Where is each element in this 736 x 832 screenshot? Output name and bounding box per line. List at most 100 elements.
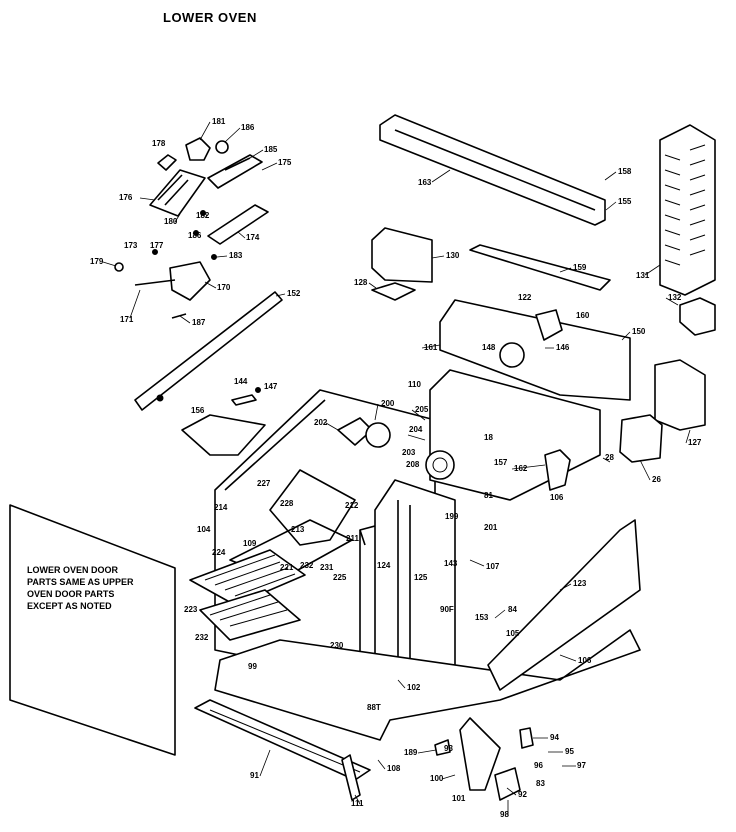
part-callout: 150 [632, 327, 646, 336]
latch-assembly [114, 137, 269, 319]
part-callout: 161 [424, 343, 438, 352]
part-callout: 147 [264, 382, 278, 391]
part-callout: 101 [452, 794, 466, 803]
oven-base [214, 629, 641, 741]
part-callout: 158 [618, 167, 632, 176]
part-callout: 157 [494, 458, 508, 467]
part-callout: 93 [444, 744, 453, 753]
part-callout: 170 [217, 283, 231, 292]
part-callout: 203 [402, 448, 416, 457]
part-callout: 214 [214, 503, 228, 512]
part-callout: 106 [578, 656, 592, 665]
broil-element [269, 469, 356, 546]
callout-labels: 178 181 186 185 175 176 180 182 174 186 … [90, 117, 702, 819]
part-callout: 106 [550, 493, 564, 502]
part-callout: 232 [300, 561, 314, 570]
part-callout: 146 [556, 343, 570, 352]
part-callout: 232 [195, 633, 209, 642]
hinge-arm [459, 717, 501, 791]
part-callout: 128 [354, 278, 368, 287]
top-trim-panel [379, 114, 606, 226]
part-callout: 111 [351, 799, 364, 808]
oven-racks [189, 549, 306, 641]
part-callout: 186 [188, 231, 202, 240]
part-callout: 204 [409, 425, 423, 434]
part-callout: 171 [120, 315, 134, 324]
part-callout: 205 [415, 405, 429, 414]
part-callout: 181 [212, 117, 226, 126]
part-callout: 178 [152, 139, 166, 148]
part-callout: 173 [124, 241, 138, 250]
part-callout: 143 [444, 559, 458, 568]
part-callout: 228 [280, 499, 294, 508]
part-callout: 84 [508, 605, 517, 614]
part-callout: 94 [550, 733, 559, 742]
part-callout: 199 [445, 512, 459, 521]
part-callout: 125 [414, 573, 428, 582]
part-callout: 132 [668, 293, 682, 302]
part-callout: 160 [576, 311, 590, 320]
part-callout: 208 [406, 460, 420, 469]
part-callout: 163 [418, 178, 432, 187]
part-callout: 211 [346, 534, 359, 543]
door-note-line: OVEN DOOR PARTS [27, 589, 114, 599]
part-callout: 109 [243, 539, 257, 548]
part-callout: 98 [500, 810, 509, 819]
part-callout: 187 [192, 318, 206, 327]
part-callout: 91 [250, 771, 259, 780]
part-callout: 212 [345, 501, 359, 510]
part-callout: 90F [440, 605, 454, 614]
small-box [371, 227, 433, 283]
part-callout: 201 [484, 523, 498, 532]
part-callout: 223 [184, 605, 198, 614]
part-callout: 155 [618, 197, 632, 206]
part-callout: 221 [280, 563, 294, 572]
part-callout: 144 [234, 377, 248, 386]
part-callout: 130 [446, 251, 460, 260]
part-callout: 200 [381, 399, 395, 408]
part-callout: 102 [407, 683, 421, 692]
part-callout: 227 [257, 479, 271, 488]
right-side-duct [659, 124, 716, 296]
bracket [181, 414, 266, 456]
part-callout: 26 [652, 475, 661, 484]
part-callout: 108 [387, 764, 401, 773]
part-callout: 104 [197, 525, 211, 534]
part-callout: 180 [164, 217, 178, 226]
part-callout: 224 [212, 548, 226, 557]
part-callout: 18 [484, 433, 493, 442]
part-callout: 175 [278, 158, 292, 167]
part-callout: 177 [150, 241, 164, 250]
part-callout: 96 [534, 761, 543, 770]
part-callout: 186 [241, 123, 255, 132]
part-callout: 105 [506, 629, 520, 638]
part-callout: 176 [119, 193, 133, 202]
oven-rail [134, 291, 283, 411]
part-callout: 100 [430, 774, 444, 783]
part-callout: 230 [330, 641, 344, 650]
part-callout: 202 [314, 418, 328, 427]
part-callout: 152 [287, 289, 301, 298]
diagram-title: LOWER OVEN [163, 10, 257, 25]
part-callout: 88T [367, 703, 381, 712]
part-callout: 174 [246, 233, 260, 242]
part-callout: 131 [636, 271, 650, 280]
part-callout: 213 [291, 525, 305, 534]
part-callout: 162 [514, 464, 528, 473]
part-callout: 97 [577, 761, 586, 770]
leader-lines [102, 121, 691, 815]
right-side-rail [487, 519, 641, 691]
part-callout: 123 [573, 579, 587, 588]
part-callout: 189 [404, 748, 418, 757]
part-callout: 231 [320, 563, 334, 572]
part-callout: 28 [605, 453, 614, 462]
duct-vents [664, 144, 706, 266]
part-callout: 225 [333, 573, 347, 582]
part-callout: 124 [377, 561, 391, 570]
lower-oven-door: LOWER OVEN DOOR PARTS SAME AS UPPER OVEN… [9, 504, 176, 756]
part-callout: 153 [475, 613, 489, 622]
part-callout: 127 [688, 438, 702, 447]
control-bracket [439, 299, 631, 401]
door-note-line: PARTS SAME AS UPPER [27, 577, 134, 587]
